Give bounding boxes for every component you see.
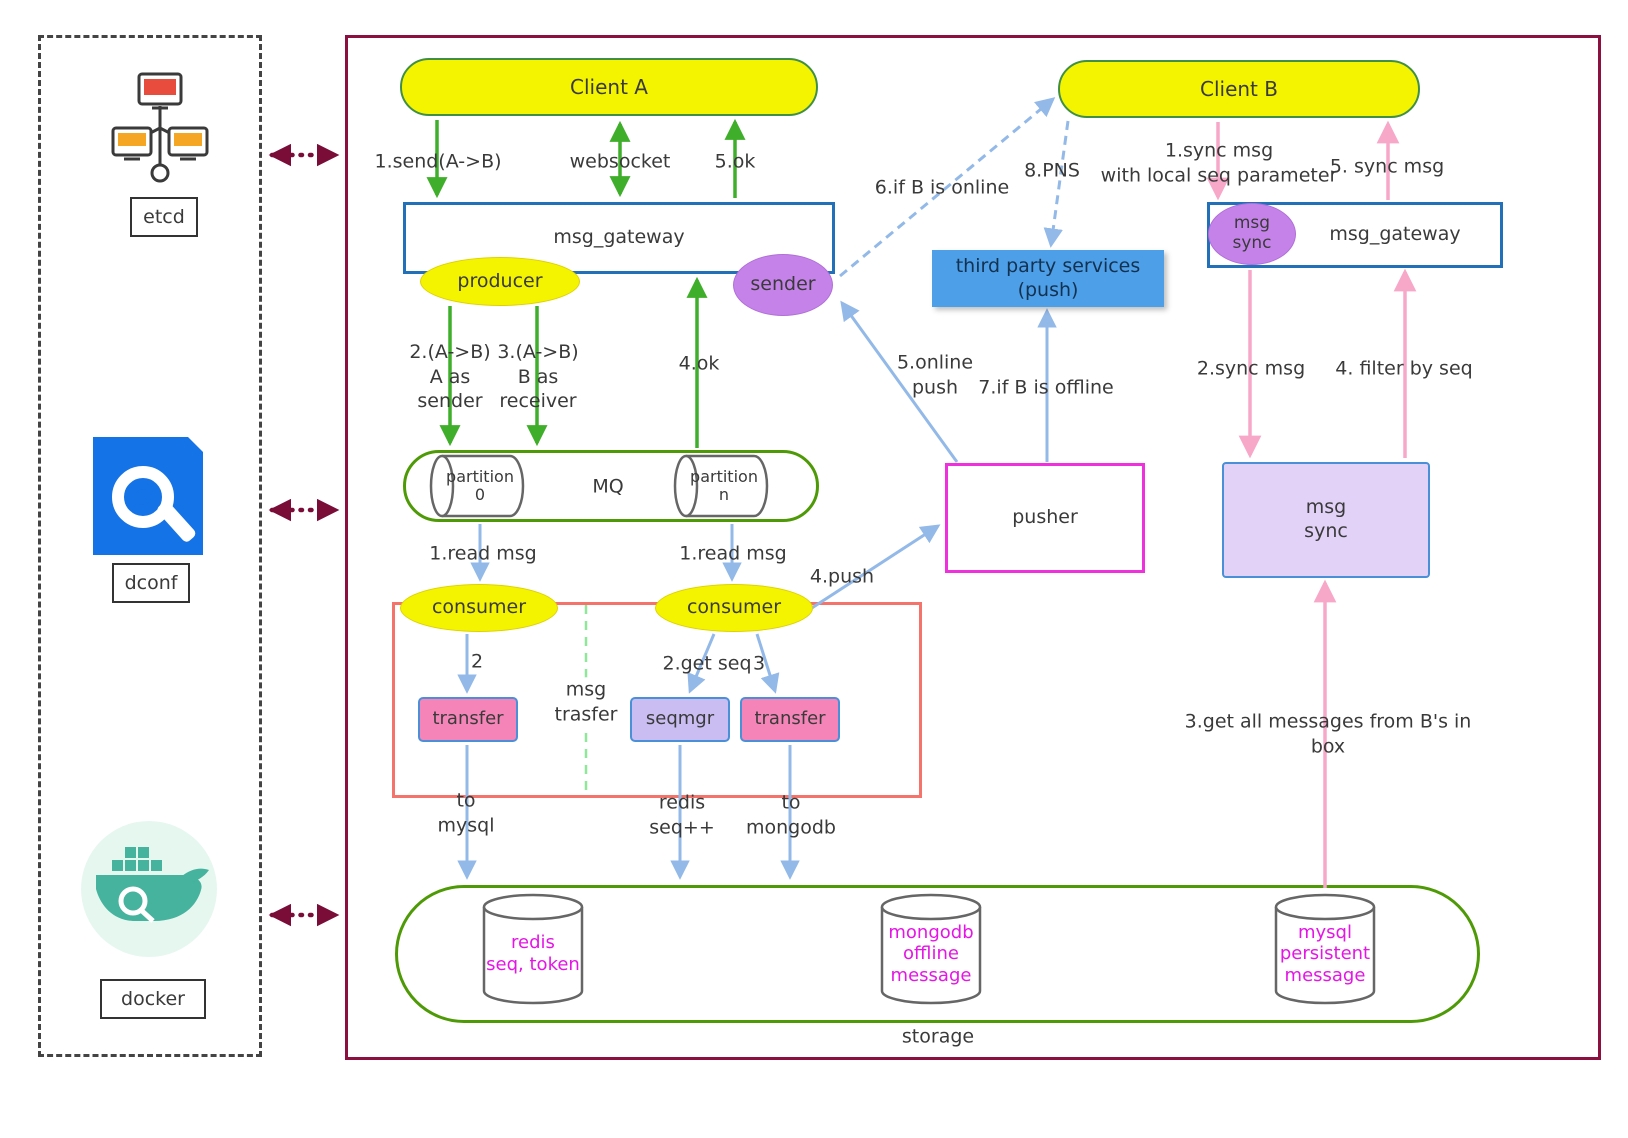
label-step3: 3 [752,652,766,675]
label-read-right: 1.read msg [679,542,787,565]
label-get-all: 3.get all messages from B's in box [1184,710,1472,757]
label-sync1: 1.sync msg with local seq parameter [1100,139,1338,186]
etcd-label-box: etcd [130,197,198,237]
redis-cylinder [482,893,584,1005]
producer-node: producer [420,257,580,306]
label-send: 1.send(A->B) [374,150,502,173]
mongodb-cylinder [880,893,982,1005]
label-online-push: 5.online push [896,351,974,398]
consumer-left-node: consumer [400,584,558,632]
partition-n-label: partition n [690,467,758,504]
label-to-mongodb: to mongodb [746,791,836,838]
partition-0-cylinder [429,454,525,518]
storage-border [395,885,1480,1023]
third-party-services-node: third party services (push) [932,250,1164,307]
label-4push: 4.push [809,565,875,588]
transfer-right-node: transfer [740,697,840,742]
client-a-node: Client A [400,58,818,116]
label-5ok: 5.ok [714,150,756,173]
consumer-right-node: consumer [655,584,813,632]
label-msg-trasfer: msg trasfer [550,677,622,727]
mongodb-db-node: mongodb offline message [878,891,984,1007]
dconf-icon [85,437,211,555]
mq-border [403,450,819,522]
label-3ab: 3.(A->B) B as receiver [497,340,579,413]
partition-n-node: partition n [670,453,778,519]
label-pns: 8.PNS [1024,159,1080,182]
partition-n-cylinder [673,454,769,518]
mysql-cylinder [1274,893,1376,1005]
pusher-node: pusher [945,463,1145,573]
label-redis-seq: redis seq++ [649,791,715,838]
seqmgr-node: seqmgr [630,697,730,742]
transfer-left-node: transfer [418,697,518,742]
label-sync5: 5. sync msg [1329,155,1445,178]
label-4ok: 4.ok [678,352,720,375]
dconf-label: dconf [124,572,178,594]
label-sync2: 2.sync msg [1196,357,1306,380]
mysql-db-label: mysql persistent message [1279,921,1371,986]
partition-0-node: partition 0 [426,453,534,519]
label-if-online: 6.if B is online [874,176,1010,199]
dconf-label-box: dconf [112,563,190,603]
etcd-label: etcd [143,206,185,228]
client-b-node: Client B [1058,60,1420,118]
docker-label: docker [121,988,185,1010]
infra-panel-border [38,35,262,1057]
docker-label-box: docker [100,979,206,1019]
label-step2: 2 [470,650,484,673]
msg-sync-badge: msg sync [1208,203,1296,265]
redis-db-label: redis seq, token [486,932,580,975]
label-websocket: websocket [569,150,671,173]
label-get-seq: 2.get seq [662,652,752,675]
label-read-left: 1.read msg [429,542,537,565]
mq-label: MQ [592,475,624,498]
partition-0-label: partition 0 [446,467,514,504]
mysql-db-node: mysql persistent message [1272,891,1378,1007]
sender-node: sender [733,254,833,316]
docker-icon [78,818,222,960]
storage-label: storage [901,1025,975,1048]
mongodb-db-label: mongodb offline message [888,921,974,986]
label-2ab: 2.(A->B) A as sender [409,340,491,413]
label-if-offline: 7.if B is offline [978,376,1114,399]
msg-sync-node: msg sync [1222,462,1430,578]
label-filter4: 4. filter by seq [1335,357,1473,380]
etcd-icon [105,66,215,188]
main-diagram-border [345,35,1601,1060]
redis-db-node: redis seq, token [480,891,586,1007]
label-to-mysql: to mysql [437,789,495,836]
